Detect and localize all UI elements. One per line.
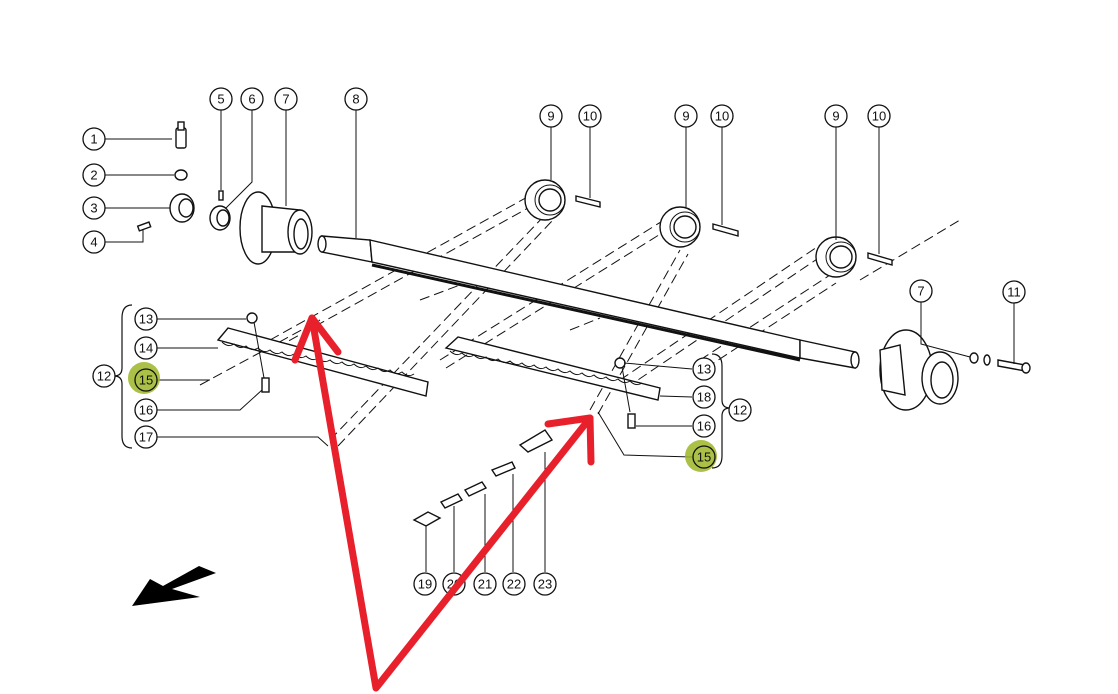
chain-left-lower-2 <box>337 220 553 447</box>
svg-text:13: 13 <box>697 362 711 377</box>
callout-9-b[interactable]: 9 <box>674 104 698 128</box>
highlight-15-right <box>685 440 717 472</box>
svg-text:7: 7 <box>282 92 289 107</box>
rail-right <box>444 336 661 401</box>
callout-16-right[interactable]: 16 <box>692 414 716 438</box>
chain-left-back <box>199 319 321 386</box>
callout-6[interactable]: 6 <box>240 87 264 111</box>
svg-text:8: 8 <box>352 92 359 107</box>
svg-text:16: 16 <box>139 403 153 418</box>
callout-17[interactable]: 17 <box>134 425 158 449</box>
callout-3[interactable]: 3 <box>82 196 106 220</box>
rail-fasteners <box>246 312 636 429</box>
svg-text:18: 18 <box>697 390 711 405</box>
callout-10-c[interactable]: 10 <box>867 104 891 128</box>
svg-text:7: 7 <box>917 284 924 299</box>
flange-hub-left <box>239 191 313 265</box>
callout-11[interactable]: 11 <box>1002 280 1026 304</box>
svg-text:23: 23 <box>538 577 552 592</box>
svg-text:11: 11 <box>1007 285 1021 300</box>
svg-text:9: 9 <box>832 109 839 124</box>
chain-right-upper <box>619 244 821 381</box>
red-arrow-head-left <box>291 314 342 364</box>
callout-4[interactable]: 4 <box>82 230 106 254</box>
red-arrow-head-right <box>544 414 595 466</box>
svg-text:16: 16 <box>697 419 711 434</box>
svg-text:17: 17 <box>139 430 153 445</box>
svg-text:10: 10 <box>872 109 886 124</box>
svg-text:15: 15 <box>697 450 711 465</box>
flange-hub-right <box>879 329 959 411</box>
svg-text:10: 10 <box>583 109 597 124</box>
callout-8[interactable]: 8 <box>344 87 368 111</box>
chain-right-lower <box>699 274 831 361</box>
callout-13-right[interactable]: 13 <box>692 357 716 381</box>
callout-21[interactable]: 21 <box>473 572 497 596</box>
callout-19[interactable]: 19 <box>413 572 437 596</box>
highlight-15-left <box>128 362 160 394</box>
sprocket-2 <box>659 206 701 248</box>
svg-text:21: 21 <box>478 577 492 592</box>
callout-1[interactable]: 1 <box>82 127 106 151</box>
callout-12-right[interactable]: 12 <box>728 398 752 422</box>
svg-text:12: 12 <box>733 403 747 418</box>
callout-14[interactable]: 14 <box>134 336 158 360</box>
callout-23[interactable]: 23 <box>533 572 557 596</box>
callout-13-left[interactable]: 13 <box>134 307 158 331</box>
callout-2[interactable]: 2 <box>82 163 106 187</box>
direction-arrow-icon <box>132 566 216 606</box>
callout-5[interactable]: 5 <box>209 87 233 111</box>
callout-15-right[interactable]: 15 <box>692 445 716 469</box>
keys <box>575 195 893 266</box>
chain-links <box>412 429 554 527</box>
nut-small <box>174 169 188 181</box>
chain-right-lower-2 <box>705 282 837 369</box>
chain-fragment-1 <box>419 284 461 301</box>
svg-text:19: 19 <box>418 577 432 592</box>
callout-12-left[interactable]: 12 <box>92 364 116 388</box>
svg-text:2: 2 <box>90 168 97 183</box>
callout-16-left[interactable]: 16 <box>134 398 158 422</box>
svg-text:14: 14 <box>139 341 153 356</box>
chain-right-upper-2 <box>625 252 827 389</box>
svg-text:1: 1 <box>90 132 97 147</box>
svg-text:10: 10 <box>715 109 729 124</box>
svg-text:5: 5 <box>217 92 224 107</box>
chain-right-end <box>859 219 961 281</box>
set-screw <box>218 190 224 201</box>
svg-text:4: 4 <box>90 235 97 250</box>
chain-fragment-2 <box>569 317 601 331</box>
chain-left-lower <box>329 214 546 441</box>
callout-7-left[interactable]: 7 <box>274 87 298 111</box>
pin-small <box>136 221 152 232</box>
sprocket-3 <box>815 236 857 278</box>
svg-text:22: 22 <box>507 577 521 592</box>
svg-text:9: 9 <box>547 109 554 124</box>
red-annotation-arrows <box>291 314 595 692</box>
svg-text:13: 13 <box>139 312 153 327</box>
callout-7-right[interactable]: 7 <box>909 279 933 303</box>
washer-nut-bolt <box>969 352 1031 374</box>
callout-18[interactable]: 18 <box>692 385 716 409</box>
collar-nut <box>169 193 195 223</box>
red-arrow-stroke <box>308 314 594 692</box>
svg-text:9: 9 <box>682 109 689 124</box>
callout-9-c[interactable]: 9 <box>824 104 848 128</box>
svg-text:6: 6 <box>248 92 255 107</box>
bearing-ring <box>209 205 231 231</box>
callout-10-b[interactable]: 10 <box>710 104 734 128</box>
svg-text:3: 3 <box>90 201 97 216</box>
main-shaft <box>317 235 860 369</box>
callout-22[interactable]: 22 <box>502 572 526 596</box>
leader-lines <box>105 110 1015 572</box>
grease-nipple <box>175 121 187 149</box>
callout-9-a[interactable]: 9 <box>539 104 563 128</box>
svg-text:15: 15 <box>139 373 153 388</box>
sprocket-1 <box>524 179 566 221</box>
callout-10-a[interactable]: 10 <box>578 104 602 128</box>
svg-text:12: 12 <box>97 369 111 384</box>
callout-15-left[interactable]: 15 <box>134 368 158 392</box>
